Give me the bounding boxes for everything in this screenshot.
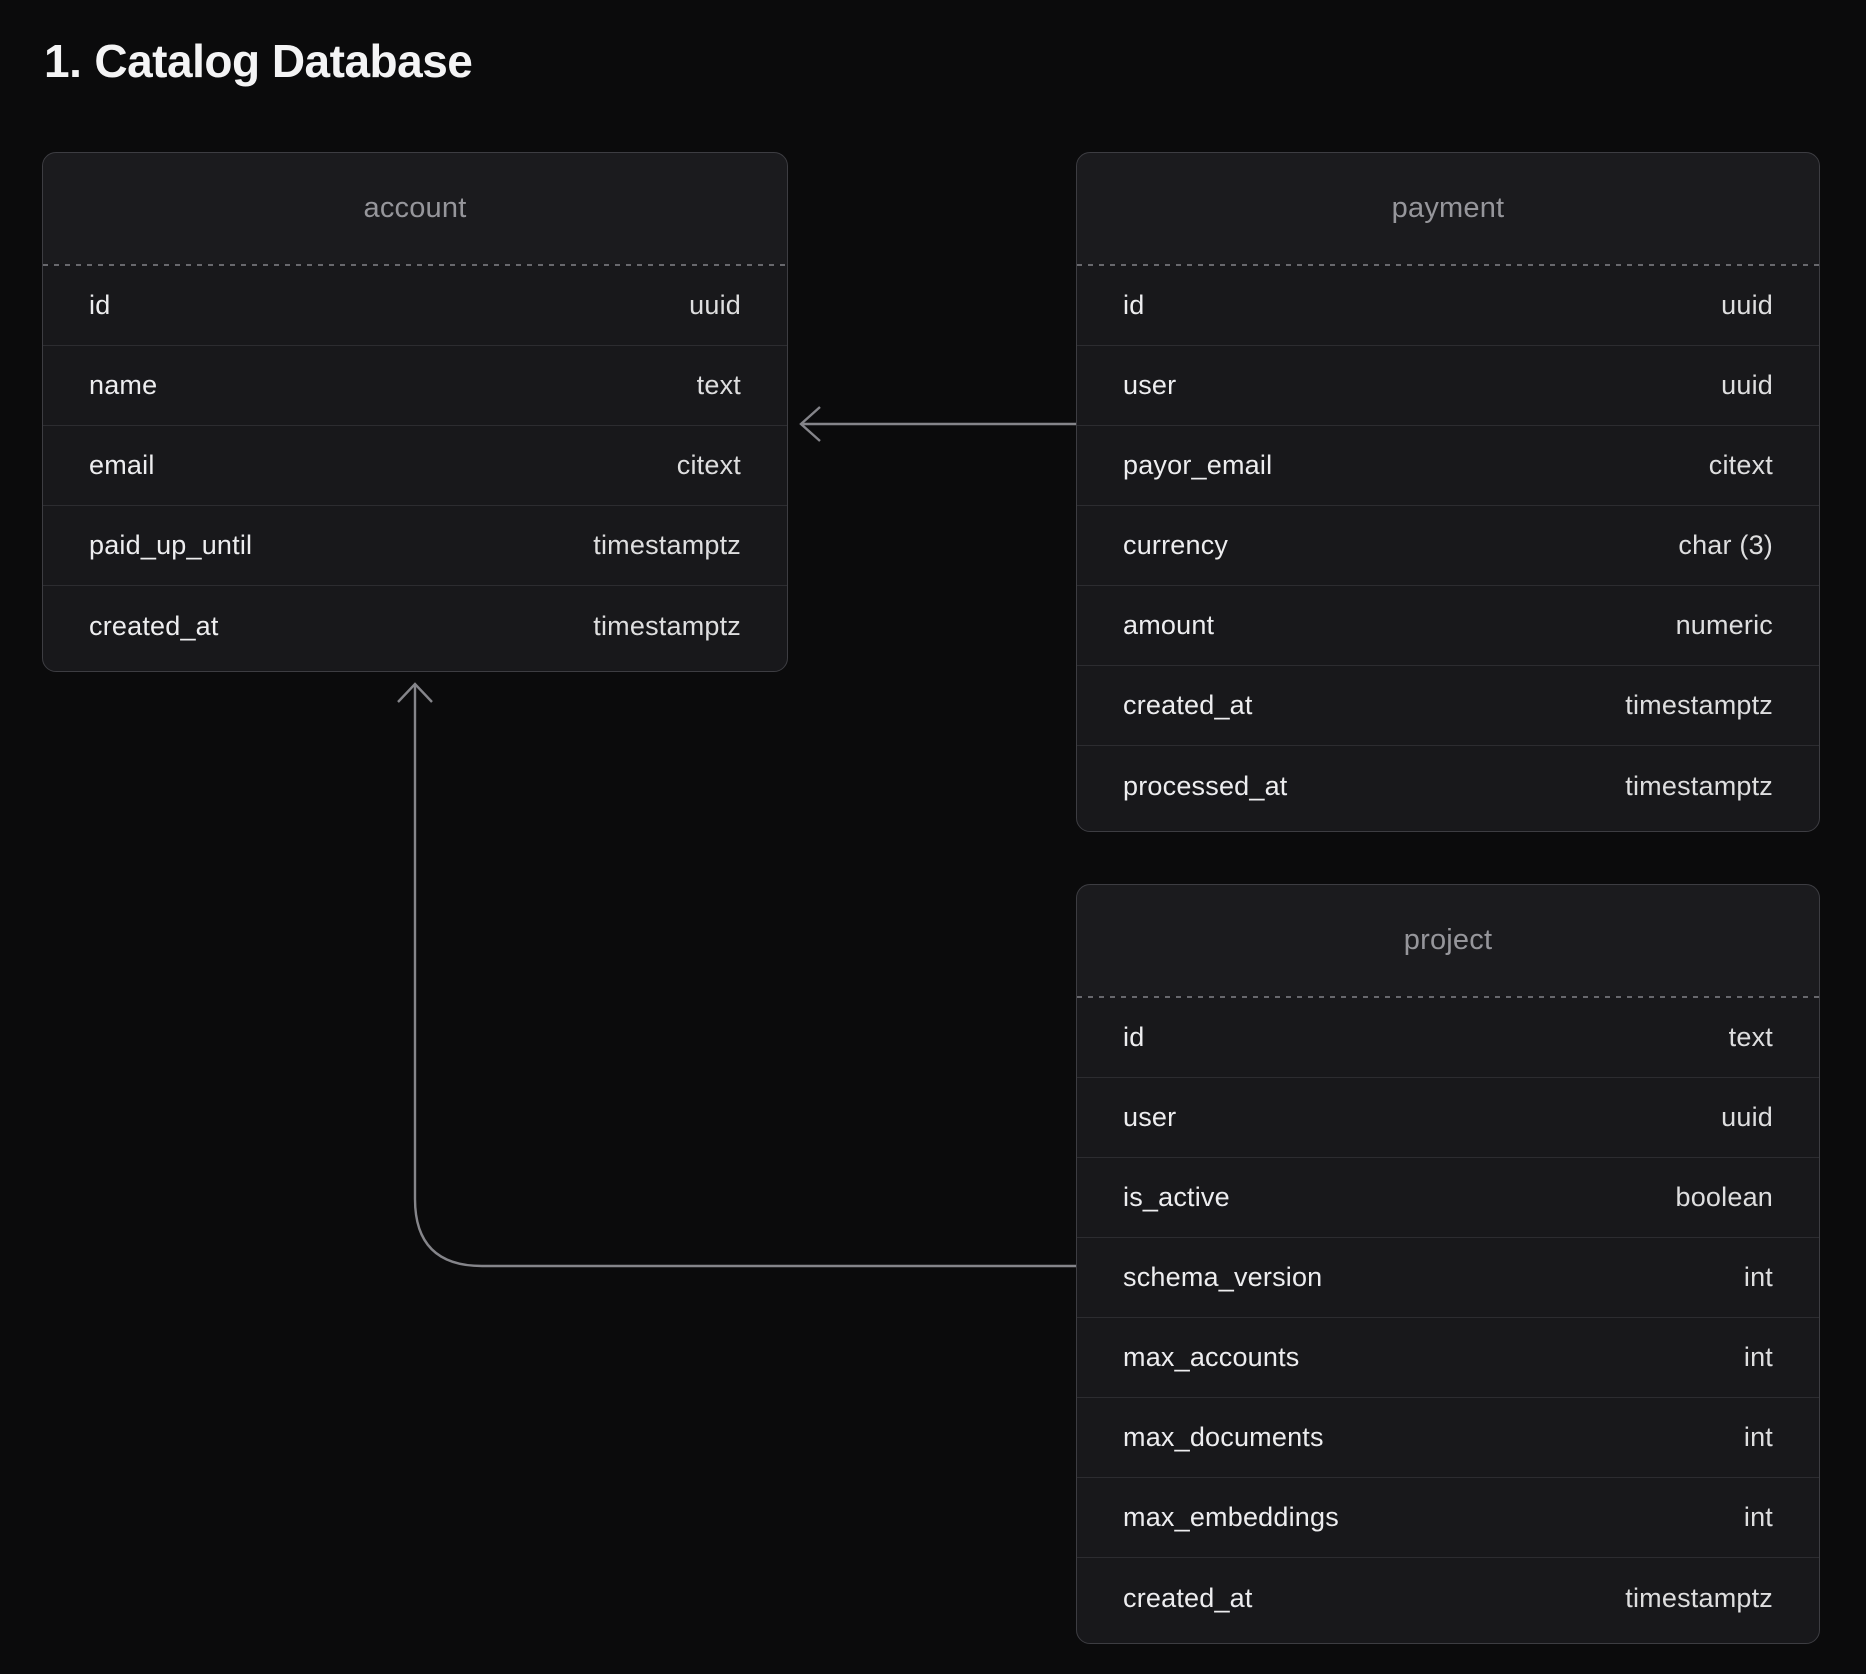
- table-header[interactable]: project: [1077, 885, 1819, 996]
- column-name: processed_at: [1123, 771, 1288, 802]
- table-row[interactable]: max_accounts int: [1077, 1318, 1819, 1398]
- table-row[interactable]: id uuid: [43, 266, 787, 346]
- table-row[interactable]: id text: [1077, 998, 1819, 1078]
- table-row[interactable]: id uuid: [1077, 266, 1819, 346]
- table-row[interactable]: user uuid: [1077, 346, 1819, 426]
- column-name: schema_version: [1123, 1262, 1322, 1293]
- column-name: created_at: [1123, 690, 1253, 721]
- table-row[interactable]: created_at timestamptz: [1077, 666, 1819, 746]
- table-name: account: [364, 192, 467, 225]
- table-row[interactable]: schema_version int: [1077, 1238, 1819, 1318]
- column-type: timestamptz: [1625, 1583, 1773, 1614]
- column-name: currency: [1123, 530, 1228, 561]
- connector-project-account[interactable]: [398, 684, 1076, 1266]
- column-name: name: [89, 370, 157, 401]
- column-type: uuid: [689, 290, 741, 321]
- column-name: id: [1123, 1022, 1144, 1053]
- table-card-account[interactable]: account id uuid name text email citext paid_up…: [42, 152, 788, 672]
- table-card-project[interactable]: project id text user uuid is_active boolean sc…: [1076, 884, 1820, 1644]
- column-type: uuid: [1721, 290, 1773, 321]
- column-name: user: [1123, 1102, 1176, 1133]
- column-type: int: [1744, 1502, 1773, 1533]
- column-name: id: [1123, 290, 1144, 321]
- arrowhead-up-icon: [398, 684, 432, 702]
- column-type: uuid: [1721, 1102, 1773, 1133]
- column-type: int: [1744, 1422, 1773, 1453]
- table-row[interactable]: max_documents int: [1077, 1398, 1819, 1478]
- table-rows: id text user uuid is_active boolean schema_ver…: [1077, 998, 1819, 1644]
- column-name: user: [1123, 370, 1176, 401]
- column-name: email: [89, 450, 155, 481]
- page-title: 1. Catalog Database: [44, 34, 472, 88]
- table-row[interactable]: user uuid: [1077, 1078, 1819, 1158]
- arrowhead-left-icon: [801, 407, 820, 441]
- table-row[interactable]: email citext: [43, 426, 787, 506]
- column-name: max_embeddings: [1123, 1502, 1339, 1533]
- column-type: citext: [1709, 450, 1773, 481]
- table-name: project: [1404, 924, 1492, 957]
- column-name: created_at: [1123, 1583, 1253, 1614]
- table-name: payment: [1392, 192, 1505, 225]
- column-type: char (3): [1678, 530, 1773, 561]
- column-type: timestamptz: [1625, 690, 1773, 721]
- table-row[interactable]: is_active boolean: [1077, 1158, 1819, 1238]
- page-title-text: Catalog Database: [94, 34, 472, 88]
- column-type: boolean: [1676, 1182, 1774, 1213]
- table-row[interactable]: paid_up_until timestamptz: [43, 506, 787, 586]
- table-header[interactable]: payment: [1077, 153, 1819, 264]
- table-header[interactable]: account: [43, 153, 787, 264]
- column-name: max_accounts: [1123, 1342, 1300, 1373]
- column-type: int: [1744, 1262, 1773, 1293]
- column-type: text: [1729, 1022, 1773, 1053]
- column-type: timestamptz: [1625, 771, 1773, 802]
- column-type: uuid: [1721, 370, 1773, 401]
- table-row[interactable]: created_at timestamptz: [43, 586, 787, 666]
- table-rows: iduuidnametextemailcitextpaid_up_untilti…: [43, 266, 787, 672]
- column-name: payor_email: [1123, 450, 1272, 481]
- table-card-payment[interactable]: payment id uuid user uuid payor_email citext c…: [1076, 152, 1820, 832]
- table-row[interactable]: processed_at timestamptz: [1077, 746, 1819, 826]
- column-type: timestamptz: [593, 530, 741, 561]
- column-type: timestamptz: [593, 611, 741, 642]
- table-row[interactable]: max_embeddings int: [1077, 1478, 1819, 1558]
- connector-payment-account[interactable]: [801, 407, 1076, 441]
- table-row[interactable]: amount numeric: [1077, 586, 1819, 666]
- column-name: id: [89, 290, 110, 321]
- column-name: amount: [1123, 610, 1214, 641]
- table-rows: iduuiduseruuidpayor_emailcitextcurrencyc…: [1077, 266, 1819, 832]
- page-title-number: 1.: [44, 34, 81, 88]
- column-name: paid_up_until: [89, 530, 252, 561]
- column-name: created_at: [89, 611, 219, 642]
- table-row[interactable]: created_at timestamptz: [1077, 1558, 1819, 1638]
- column-type: citext: [677, 450, 741, 481]
- table-row[interactable]: payor_email citext: [1077, 426, 1819, 506]
- table-row[interactable]: currency char (3): [1077, 506, 1819, 586]
- column-type: text: [697, 370, 741, 401]
- column-name: is_active: [1123, 1182, 1230, 1213]
- table-row[interactable]: name text: [43, 346, 787, 426]
- column-type: numeric: [1676, 610, 1773, 641]
- column-type: int: [1744, 1342, 1773, 1373]
- column-name: max_documents: [1123, 1422, 1324, 1453]
